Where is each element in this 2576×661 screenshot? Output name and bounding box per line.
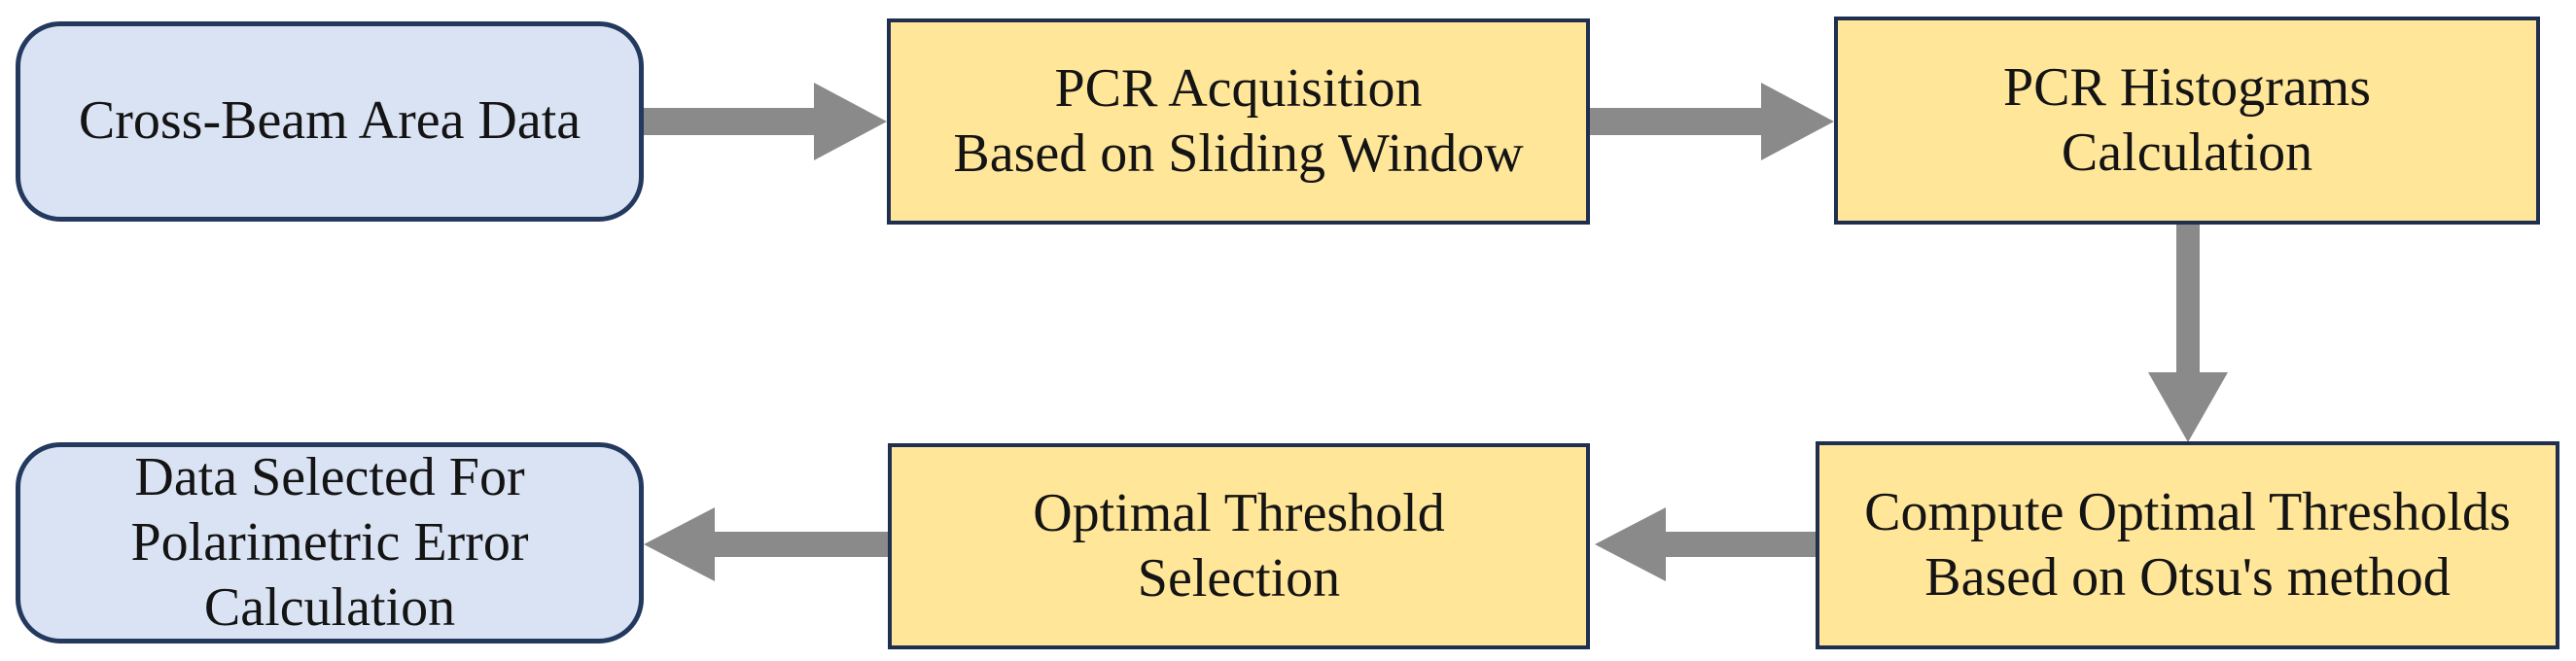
node-cross-beam-area-data: Cross-Beam Area Data	[16, 21, 644, 222]
arrow-left-icon	[1595, 507, 1816, 581]
node-label-line: Calculation	[2061, 122, 2313, 183]
node-label-line: Polarimetric Error	[130, 511, 529, 573]
arrow-down-icon	[2148, 225, 2228, 442]
node-pcr-acquisition: PCR Acquisition Based on Sliding Window	[887, 18, 1590, 225]
node-label-line: Compute Optimal Thresholds	[1864, 481, 2511, 542]
node-label-line: PCR Acquisition	[1054, 57, 1423, 119]
node-label-line: Calculation	[203, 577, 456, 639]
node-optimal-threshold-selection: Optimal Threshold Selection	[888, 443, 1590, 649]
node-label-line: Data Selected For	[134, 446, 525, 507]
node-pcr-histograms: PCR Histograms Calculation	[1834, 17, 2540, 225]
node-label-line: PCR Histograms	[2002, 56, 2372, 118]
node-label-line: Cross-Beam Area Data	[78, 90, 582, 152]
node-label-line: Based on Otsu's method	[1924, 547, 2451, 608]
arrow-right-icon	[1590, 83, 1834, 160]
arrow-left-icon	[644, 507, 888, 581]
node-label-line: Selection	[1137, 548, 1341, 609]
arrow-right-icon	[642, 83, 887, 160]
node-data-selected-for-error-calculation: Data Selected For Polarimetric Error Cal…	[16, 442, 644, 644]
node-label-line: Based on Sliding Window	[953, 123, 1524, 184]
node-compute-optimal-thresholds: Compute Optimal Thresholds Based on Otsu…	[1816, 441, 2559, 649]
node-label-line: Optimal Threshold	[1033, 482, 1445, 543]
